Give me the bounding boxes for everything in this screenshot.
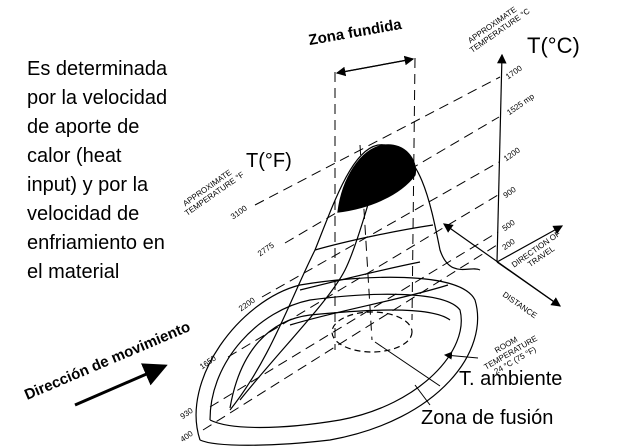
text-line: enfriamiento en [27,232,165,254]
ambient-label: T. ambiente [459,368,563,390]
direction-axis [496,225,564,263]
celsius-label: T(°C) [527,33,580,58]
text-line: por la velocidad [27,87,168,109]
fahrenheit-label: T(°F) [246,150,292,172]
isotherm-outer [195,276,479,446]
text-line: calor (heat [27,145,122,167]
fusion-zone-label: Zona de fusión [421,407,554,429]
celsius-axis [496,53,507,263]
description-text: Es determinada por la velocidad de aport… [27,55,217,287]
text-line: velocidad de [27,203,140,225]
fusion-zone-ellipse [331,311,413,353]
melted-zone [337,144,416,213]
text-line: Es determinada [27,58,168,80]
movement-arrow [74,363,168,407]
temperature-peak [229,144,481,411]
text-line: de aporte de [27,116,140,138]
text-line: el material [27,261,120,283]
text-line: input) y por la [27,174,149,196]
